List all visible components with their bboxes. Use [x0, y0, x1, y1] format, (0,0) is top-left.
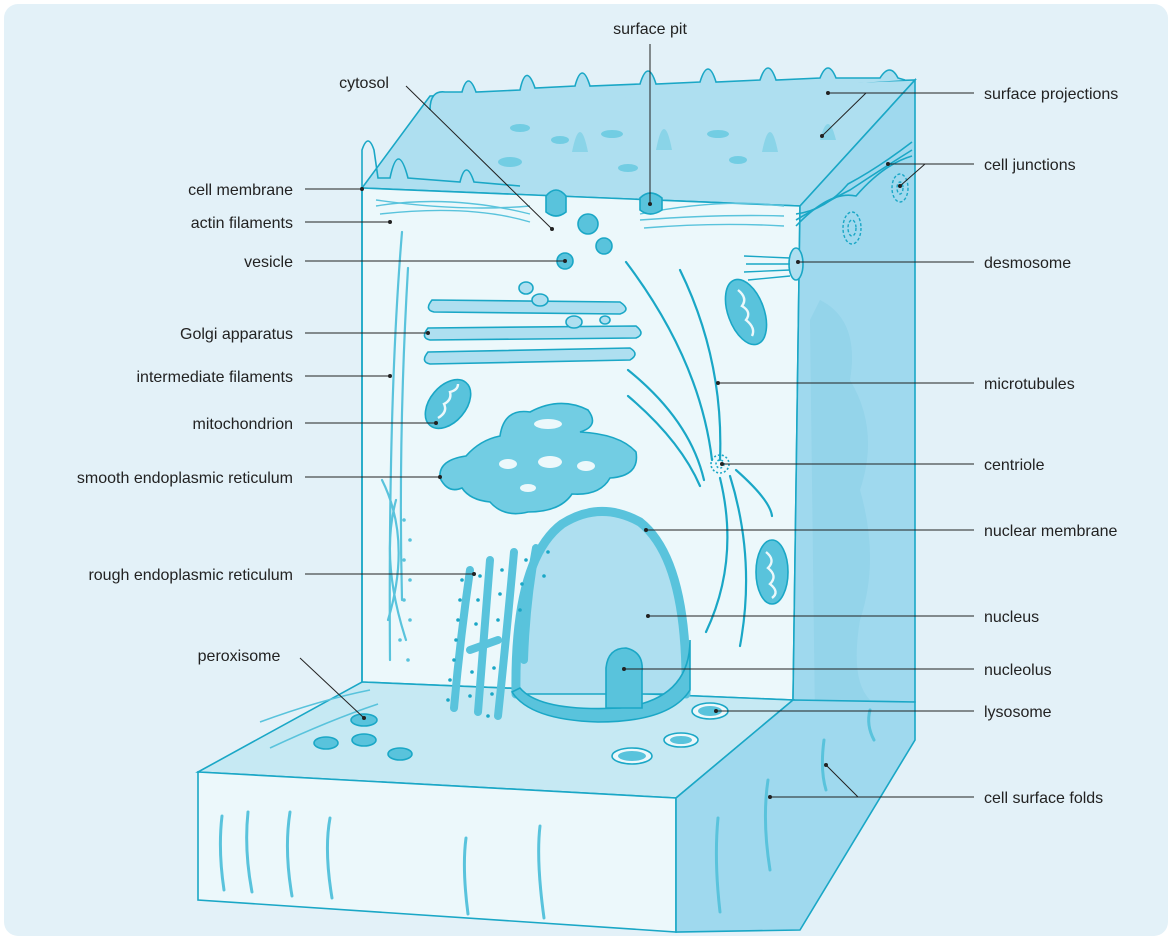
label-surface-projections: surface projections — [984, 86, 1118, 103]
cell-illustration — [198, 68, 915, 932]
label-cell-junctions: cell junctions — [984, 157, 1076, 174]
label-surface-pit: surface pit — [613, 21, 687, 38]
label-rough-er: rough endoplasmic reticulum — [88, 567, 293, 584]
label-nucleolus: nucleolus — [984, 662, 1052, 679]
vesicle-2 — [596, 238, 612, 254]
label-mitochondrion: mitochondrion — [193, 416, 294, 433]
label-microtubules: microtubules — [984, 376, 1075, 393]
label-peroxisome: peroxisome — [198, 648, 281, 665]
label-smooth-er: smooth endoplasmic reticulum — [77, 470, 293, 487]
label-centriole: centriole — [984, 457, 1045, 474]
surface-pit-1 — [546, 190, 566, 216]
label-cell-surface-folds: cell surface folds — [984, 790, 1103, 807]
label-actin-filaments: actin filaments — [191, 215, 293, 232]
label-cell-membrane: cell membrane — [188, 182, 293, 199]
nucleolus — [606, 648, 642, 708]
mitochondrion-3 — [756, 540, 788, 604]
label-golgi-apparatus: Golgi apparatus — [180, 326, 293, 343]
label-vesicle: vesicle — [244, 254, 293, 271]
label-lysosome: lysosome — [984, 704, 1052, 721]
vesicle-1 — [578, 214, 598, 234]
label-cytosol: cytosol — [339, 75, 389, 92]
label-nucleus: nucleus — [984, 609, 1039, 626]
cell-base-front — [198, 772, 676, 932]
label-nuclear-membrane: nuclear membrane — [984, 523, 1118, 540]
label-desmosome: desmosome — [984, 255, 1071, 272]
label-intermediate-filaments: intermediate filaments — [136, 369, 293, 386]
